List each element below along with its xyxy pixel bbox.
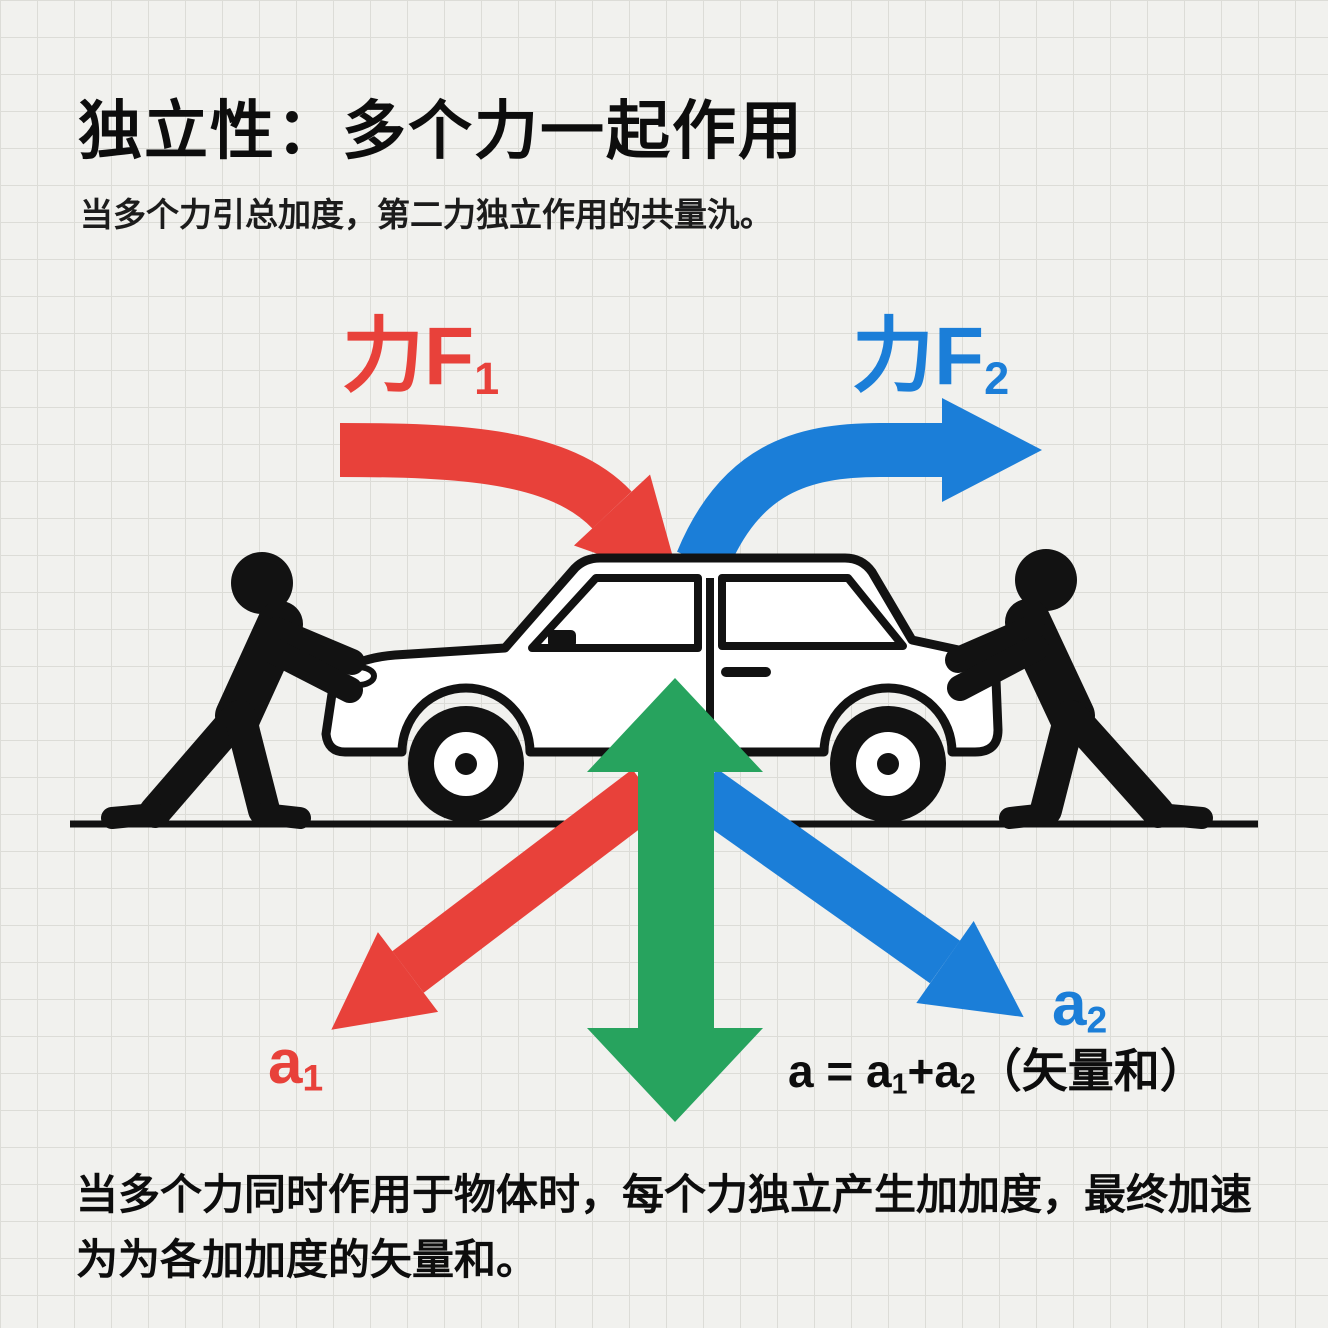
right-person-head bbox=[1015, 549, 1077, 611]
blue-acceleration-arrow bbox=[686, 768, 1024, 1018]
right-person-front-foot bbox=[999, 803, 1057, 829]
car-illustration bbox=[321, 553, 1003, 822]
force-f2-label: 力F2 bbox=[852, 316, 1009, 401]
page-title: 独立性：多个力一起作用 bbox=[78, 95, 804, 167]
force-f1-subscript: 1 bbox=[474, 352, 500, 404]
car-side-mirror bbox=[548, 630, 576, 648]
car-front-wheel bbox=[408, 706, 524, 822]
red-force-arrow-shaft bbox=[339, 423, 632, 530]
left-person-back-foot bbox=[101, 803, 166, 829]
right-person-front-leg bbox=[1030, 700, 1086, 826]
equation-sub-1: 1 bbox=[891, 1068, 908, 1101]
vector-sum-equation: a = a1+a2（矢量和） bbox=[788, 1048, 1206, 1099]
footer-text: 当多个力同时作用于物体时，每个力独立产生加加度，最终加速为为各加加度的矢量和。 bbox=[76, 1171, 1253, 1284]
page-subtitle: 当多个力引总加度，第二力独立作用的共量氿。 bbox=[80, 196, 773, 233]
force-f2-subscript: 2 bbox=[984, 352, 1010, 404]
force-f1-text: 力F bbox=[342, 311, 475, 402]
left-person-head bbox=[231, 552, 293, 614]
blue-force-arrow bbox=[677, 398, 1042, 573]
equation-part-1: a = a bbox=[788, 1045, 892, 1097]
acceleration-a2-label: a2 bbox=[1052, 974, 1107, 1039]
left-person-figure bbox=[101, 552, 365, 829]
blue-force-arrowhead-icon bbox=[942, 398, 1042, 502]
red-acceleration-arrowhead-icon bbox=[331, 932, 439, 1030]
blue-acceleration-shaft bbox=[686, 768, 961, 984]
green-resultant-arrow bbox=[587, 678, 763, 1122]
force-f2-text: 力F bbox=[852, 311, 985, 402]
left-person-back-leg bbox=[139, 700, 254, 828]
left-person-front-foot bbox=[253, 803, 311, 829]
right-person-arm-upper bbox=[945, 615, 1045, 673]
right-person-back-foot bbox=[1147, 803, 1213, 829]
left-person-front-leg bbox=[224, 700, 280, 826]
acceleration-a1-label: a1 bbox=[268, 1032, 323, 1097]
left-person-arm-lower bbox=[259, 637, 363, 703]
force-f1-label: 力F1 bbox=[342, 316, 499, 401]
blue-acceleration-arrowhead-icon bbox=[916, 921, 1024, 1018]
car-rear-window bbox=[718, 574, 907, 650]
right-person-arm-lower bbox=[947, 635, 1049, 701]
red-acceleration-shaft bbox=[392, 769, 664, 993]
red-acceleration-arrow bbox=[331, 769, 664, 1030]
car-rear-wheel bbox=[830, 706, 946, 822]
right-person-back-leg bbox=[1056, 700, 1174, 828]
equation-sub-2: 2 bbox=[959, 1068, 976, 1101]
car-front-window bbox=[528, 574, 702, 652]
equation-part-3: （矢量和） bbox=[975, 1045, 1206, 1097]
acceleration-a1-subscript: 1 bbox=[302, 1056, 324, 1099]
blue-force-arrow-shaft bbox=[677, 423, 942, 573]
acceleration-a2-subscript: 2 bbox=[1086, 998, 1108, 1041]
acceleration-a1-text: a bbox=[268, 1028, 303, 1097]
left-person-arm-upper bbox=[263, 617, 365, 675]
equation-part-2: +a bbox=[907, 1045, 960, 1097]
right-person-figure bbox=[945, 549, 1213, 829]
acceleration-a2-text: a bbox=[1052, 970, 1087, 1039]
